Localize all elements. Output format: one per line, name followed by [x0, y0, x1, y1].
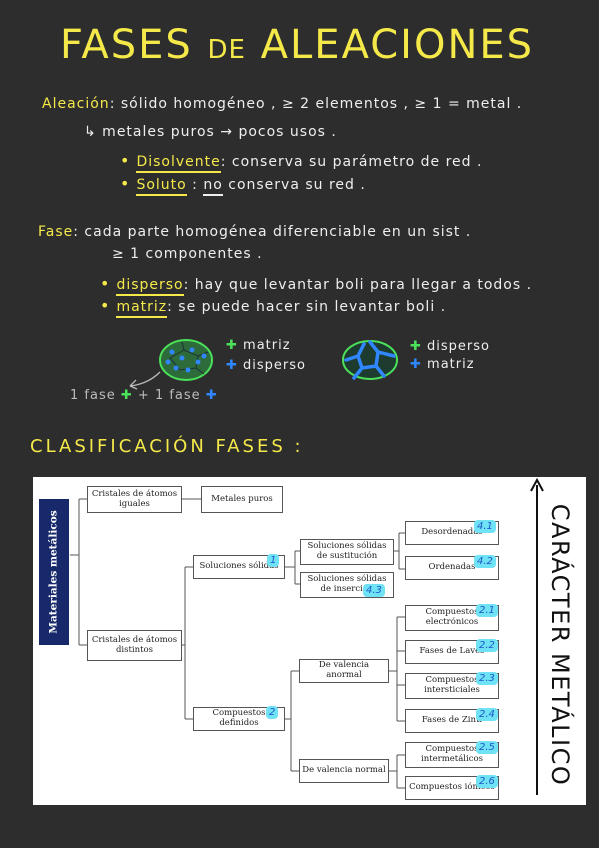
legend-right-b: ✚ matriz: [410, 357, 475, 372]
tag-4-3: 4.3: [363, 584, 385, 597]
matrix-dispersed-sketch-icon: [159, 339, 213, 381]
cristales-iguales-box: Cristales de átomos iguales: [87, 486, 182, 513]
disperso-item: •disperso: hay que levantar boli para ll…: [100, 274, 532, 296]
intermetalicos-box: Compuestos intermetálicos: [405, 742, 499, 768]
arrow-icon: [129, 371, 161, 390]
tag-2-5: 2.5: [476, 741, 498, 754]
fase-term: Fase: [38, 224, 74, 240]
metales-puros-box: Metales puros: [201, 486, 283, 513]
soluto-item: •Soluto : no conserva su red .: [120, 174, 366, 196]
legend-right-a: ✚ disperso: [410, 339, 491, 354]
aleacion-note: ↳ metales puros → pocos usos .: [84, 124, 337, 140]
tag-2-1: 2.1: [476, 604, 498, 617]
tag-2-4: 2.4: [476, 708, 498, 721]
fase-definition-cont: ≥ 1 componentes .: [112, 246, 263, 262]
aleacion-term: Aleación: [42, 96, 110, 112]
tag-2-3: 2.3: [476, 672, 498, 685]
valencia-normal-box: De valencia normal: [299, 759, 389, 783]
matriz-item: •matriz: se puede hacer sin levantar bol…: [100, 296, 446, 318]
aleacion-definition: Aleación: sólido homogéneo , ≥ 2 element…: [42, 96, 523, 112]
materiales-metalicos-label: Materiales metálicos: [39, 499, 69, 645]
section-title: CLASIFICACIÓN FASES :: [30, 436, 304, 457]
classification-diagram: Materiales metálicos Cristales de átomos…: [33, 477, 586, 805]
sustitucion-box: Soluciones sólidas de sustitución: [300, 539, 394, 565]
caracter-metalico-label: CARÁCTER METÁLICO: [546, 503, 574, 787]
cristales-distintos-box: Cristales de átomos distintos: [87, 630, 182, 661]
tag-4-1: 4.1: [474, 520, 496, 533]
legend-left-a: ✚ matriz: [226, 338, 291, 353]
tag-2-6: 2.6: [476, 775, 498, 788]
diagram-connectors: [70, 498, 405, 789]
phase-note: 1 fase ✚ + 1 fase ✚: [70, 388, 218, 403]
tag-4-2: 4.2: [474, 555, 496, 568]
disolvente-item: •Disolvente: conserva su parámetro de re…: [120, 151, 482, 173]
legend-left-b: ✚ disperso: [226, 358, 307, 373]
tag-2-2: 2.2: [476, 639, 498, 652]
network-sketch-icon: [342, 340, 398, 380]
tag-1: 1: [267, 554, 280, 567]
valencia-anormal-box: De valencia anormal: [299, 659, 389, 683]
intersticiales-box: Compuestos intersticiales: [405, 673, 499, 699]
tag-2: 2: [266, 706, 279, 719]
fase-definition: Fase: cada parte homogénea diferenciable…: [38, 224, 472, 240]
up-arrow-icon: [530, 477, 544, 795]
page-title: FASES DE ALEACIONES: [60, 22, 535, 68]
